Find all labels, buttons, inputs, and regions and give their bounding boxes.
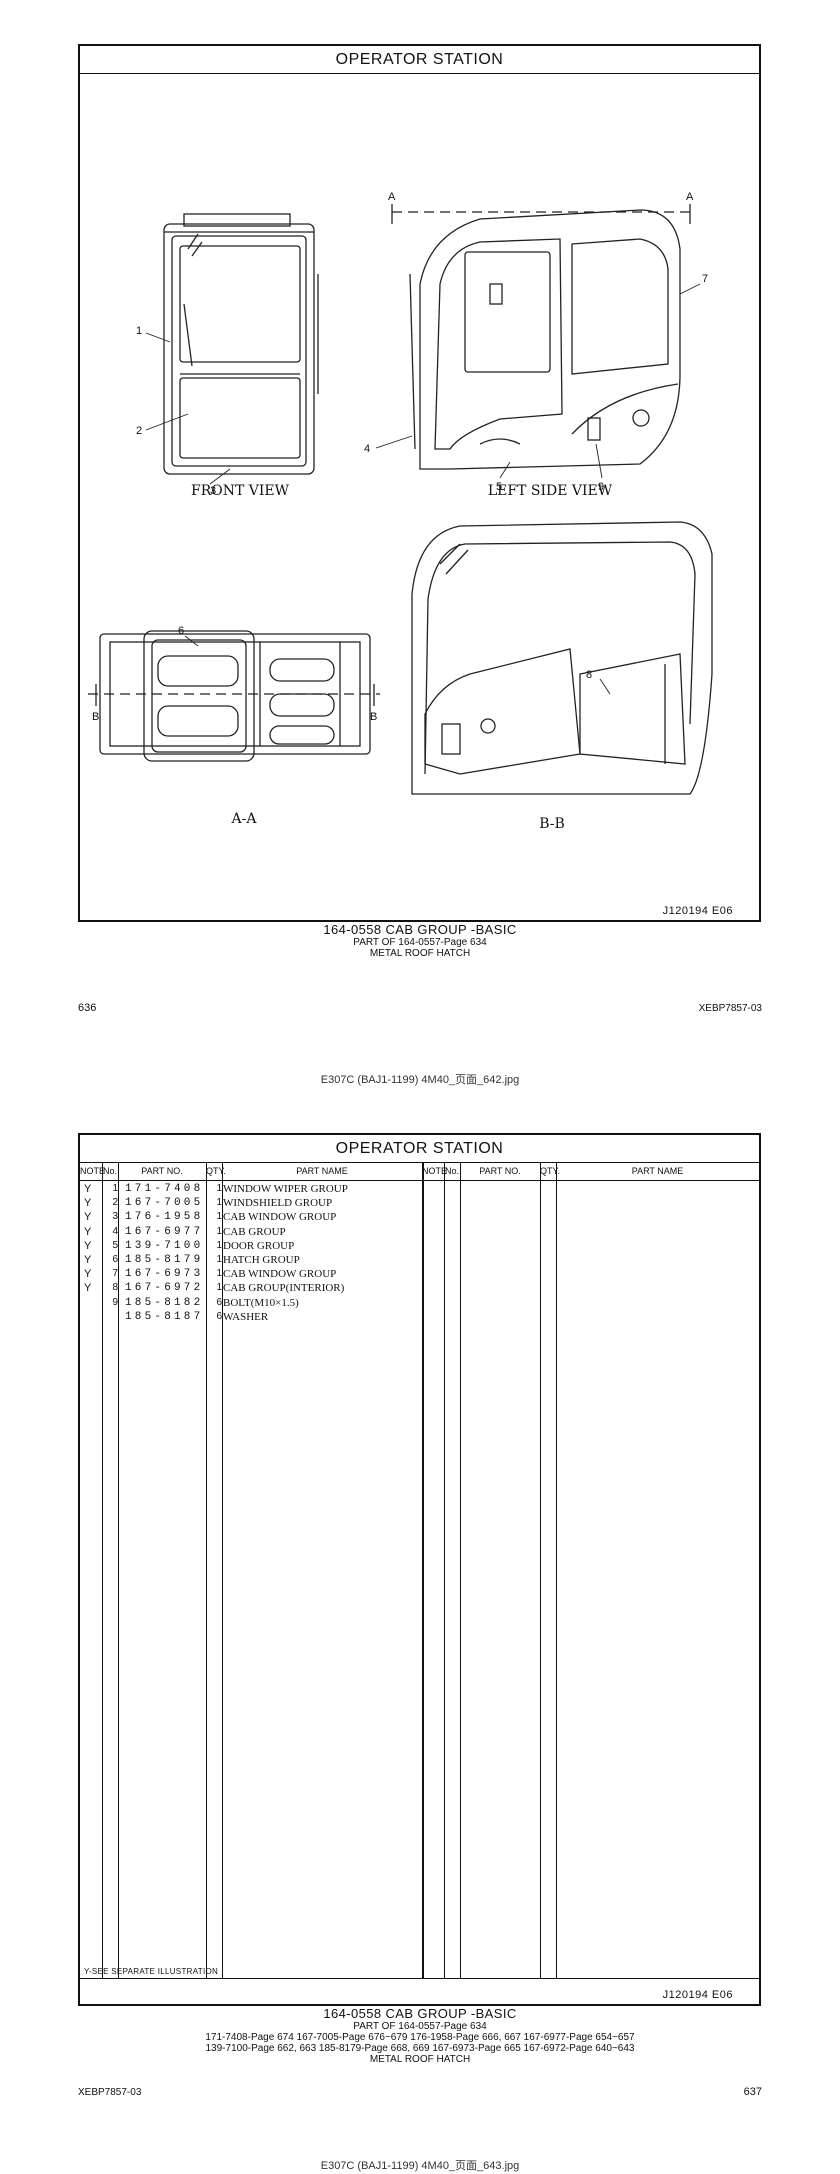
col-part-no: PART NO. xyxy=(141,1166,183,1176)
front-view-drawing xyxy=(163,213,319,475)
page-title: OPERATOR STATION xyxy=(80,46,759,74)
cab-illustration: 1 2 3 4 5 7 9 6 8 A A B B xyxy=(88,191,713,795)
caption-sub: PART OF 164-0557-Page 634 xyxy=(353,937,487,948)
callout-leaders xyxy=(145,283,701,695)
callout-1: 1 xyxy=(136,325,142,337)
caption-sub: PART OF 164-0557-Page 634 xyxy=(353,2021,487,2032)
col-note: NOTE xyxy=(80,1166,106,1176)
section-marker-b-left: B xyxy=(92,711,99,723)
col-no: No. xyxy=(102,1166,117,1176)
parts-table: NOTE No. PART NO. QTY. PART NAME NOTE No… xyxy=(80,1162,759,1978)
callout-8: 8 xyxy=(586,669,592,681)
left-side-view-label: LEFT SIDE VIEW xyxy=(487,483,613,499)
col-qty: QTY. xyxy=(540,1166,560,1176)
footer-divider xyxy=(80,1978,759,1979)
parts-list-frame: OPERATOR STATION NOTE No. PART NO. QTY. … xyxy=(78,1133,761,2006)
front-view-label: FRONT VIEW xyxy=(190,483,290,499)
col-note: NOTE xyxy=(422,1166,448,1176)
col-no: No. xyxy=(444,1166,459,1176)
caption-sub: METAL ROOF HATCH xyxy=(369,2054,471,2065)
col-part-no: PART NO. xyxy=(479,1166,521,1176)
page-title: OPERATOR STATION xyxy=(80,1135,759,1163)
footnote: Y-SEE SEPARATE ILLUSTRATION xyxy=(84,1967,219,1976)
drawing-code: J120194 E06 xyxy=(662,905,733,917)
callout-6: 6 xyxy=(178,625,184,637)
left-side-view-drawing xyxy=(391,204,691,470)
callout-5: 5 xyxy=(496,481,502,493)
caption-main: 164-0558 CAB GROUP -BASIC xyxy=(323,2006,517,2021)
file-name: E307C (BAJ1-1199) 4M40_页面_642.jpg xyxy=(320,1074,520,1086)
section-marker-a-right: A xyxy=(686,191,694,203)
caption-sub: 139-7100-Page 662, 663 185-8179-Page 668… xyxy=(205,2043,635,2054)
callout-4: 4 xyxy=(364,443,370,455)
callout-9: 9 xyxy=(598,481,604,493)
callout-7: 7 xyxy=(702,273,708,285)
section-bb-label: B-B xyxy=(539,816,565,832)
section-aa-label: A-A xyxy=(231,811,257,827)
table-header: NOTE No. PART NO. QTY. PART NAME NOTE No… xyxy=(80,1162,759,1181)
caption-sub: METAL ROOF HATCH xyxy=(369,948,471,959)
page-number: 636 xyxy=(78,1002,97,1014)
file-name: E307C (BAJ1-1199) 4M40_页面_643.jpg xyxy=(320,2160,520,2172)
col-part-name: PART NAME xyxy=(296,1166,348,1176)
section-bb-drawing xyxy=(411,521,713,795)
col-qty: QTY. xyxy=(206,1166,226,1176)
drawing-code: J120194 E06 xyxy=(662,1989,733,2001)
callout-2: 2 xyxy=(136,425,142,437)
callout-3: 3 xyxy=(210,485,216,497)
caption-main: 164-0558 CAB GROUP -BASIC xyxy=(323,922,517,937)
section-aa-drawing xyxy=(88,630,380,762)
document-code: XEBP7857-03 xyxy=(698,1003,762,1014)
page-number: 637 xyxy=(743,2086,762,2098)
section-marker-b-right: B xyxy=(370,711,377,723)
illustration-frame: OPERATOR STATION xyxy=(78,44,761,922)
caption-sub: 171-7408-Page 674 167-7005-Page 676~679 … xyxy=(205,2032,635,2043)
section-marker-a-left: A xyxy=(388,191,396,203)
document-code: XEBP7857-03 xyxy=(78,2087,142,2098)
col-part-name: PART NAME xyxy=(631,1166,684,1176)
